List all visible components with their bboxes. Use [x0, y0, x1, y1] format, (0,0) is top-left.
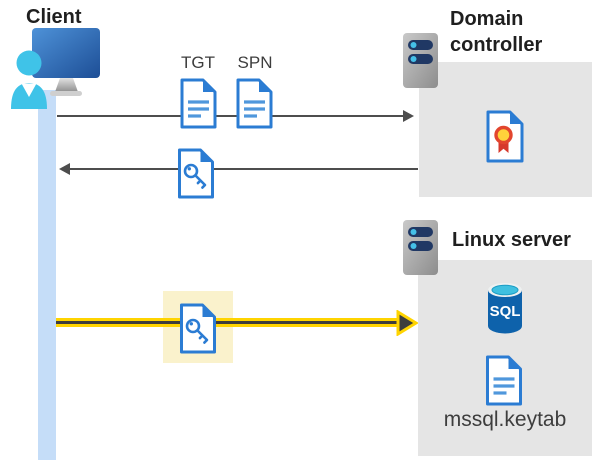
tgt-document-icon [180, 78, 217, 129]
domain-controller-server-icon [403, 33, 438, 88]
client-label: Client [26, 6, 82, 28]
response-arrowhead-icon [59, 163, 70, 175]
client-person-at-monitor-icon [11, 28, 100, 109]
kerberos-key-document-icon [180, 303, 216, 354]
spn-label: SPN [237, 53, 273, 72]
sql-connection-arrow-core [56, 321, 400, 324]
linux-server-label: Linux server [452, 229, 571, 251]
keytab-document-icon [486, 355, 522, 406]
request-arrowhead-icon [403, 110, 414, 122]
tgt-label: TGT [181, 53, 215, 72]
sql-connection-arrowhead-icon [396, 310, 418, 336]
sql-icon-text: SQL [490, 303, 521, 320]
linux-server-tower-icon [403, 220, 438, 275]
keytab-file-label: mssql.keytab [443, 408, 567, 431]
service-ticket-key-document-icon [178, 148, 214, 199]
domain-controller-label: Domain controller [450, 8, 543, 56]
client-lifeline [38, 90, 56, 460]
request-arrow-line [57, 115, 404, 117]
spn-document-icon [236, 78, 273, 129]
sql-database-cylinder-icon: SQL [488, 283, 522, 334]
response-arrow-line [70, 168, 418, 170]
certificate-document-icon [486, 110, 524, 163]
